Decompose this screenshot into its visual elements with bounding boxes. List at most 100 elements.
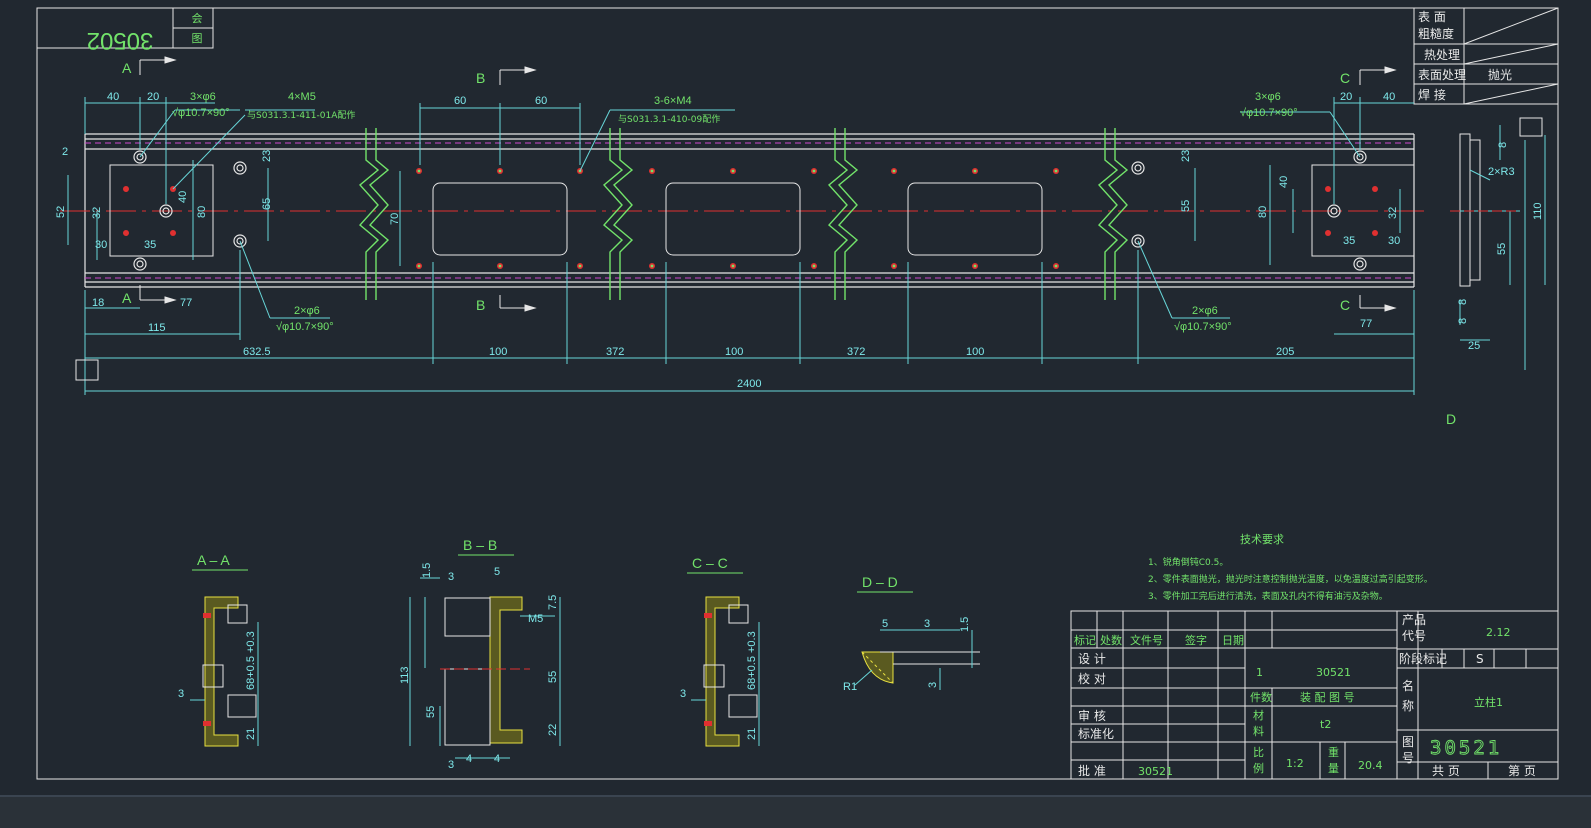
- note-m4: 3-6×M4: [654, 95, 692, 107]
- dim-2400: 2400: [737, 378, 761, 390]
- tb-assembly-label: 装 配 图 号: [1300, 691, 1355, 704]
- tb-header-date: 日期: [1222, 634, 1244, 647]
- section-mark-b-bottom: B: [476, 297, 485, 313]
- note-low-right-csk: √φ10.7×90°: [1174, 321, 1232, 333]
- tb-phase-label: 阶段标记: [1399, 651, 1447, 666]
- dim-35: 35: [144, 239, 156, 251]
- dim-2: 2: [62, 146, 68, 158]
- dim-40: 40: [107, 91, 119, 103]
- dim-right-32: 32: [1387, 207, 1399, 219]
- dim-52: 52: [55, 206, 67, 218]
- section-bb: B – B 1.5 3 5 7.5 M5 113 55 55 22 4 3 4: [399, 537, 561, 771]
- section-bb-dim-1-5: 1.5: [421, 563, 433, 578]
- section-cc-dim-68: 68+0.5 +0.3: [746, 631, 758, 690]
- tb-name-b: 称: [1402, 699, 1414, 713]
- tb-weight-a: 重: [1328, 745, 1339, 759]
- dim-80: 80: [196, 206, 208, 218]
- surface-treatment-value: 抛光: [1488, 67, 1512, 82]
- section-cc-dim-3: 3: [680, 688, 686, 700]
- technical-requirements: 技术要求 1、锐角倒钝C0.5。 2、零件表面抛光，抛光时注意控制抛光温度，以免…: [1148, 533, 1433, 602]
- tb-material-b: 料: [1253, 724, 1264, 738]
- section-bb-dim-4-b: 4: [494, 753, 500, 765]
- tb-material-a: 材: [1253, 708, 1264, 722]
- section-mark-d: D: [1446, 411, 1456, 427]
- tb-scale-b: 例: [1253, 761, 1264, 775]
- tb-product-code-b: 代号: [1402, 629, 1426, 643]
- roughness-label-1: 表 面: [1418, 10, 1446, 24]
- tb-row-design: 设 计: [1078, 652, 1106, 666]
- note-left-csk: √φ10.7×90°: [172, 107, 230, 119]
- title-block: [1070, 610, 1559, 780]
- section-bb-dim-55-b: 55: [547, 671, 559, 683]
- note-item-1: 1、锐角倒钝C0.5。: [1148, 556, 1228, 568]
- tb-drawing-no-b: 号: [1402, 751, 1414, 765]
- tb-sheet: 第 页: [1508, 764, 1536, 778]
- dim-100-c: 100: [966, 346, 984, 358]
- dim-100-b: 100: [725, 346, 743, 358]
- side-dim-25: 25: [1468, 340, 1480, 352]
- roughness-label-2: 粗糙度: [1418, 26, 1454, 41]
- section-aa: A – A 3 68+0.5 +0.3 21: [178, 552, 259, 747]
- tb-header-mark: 标记: [1074, 633, 1096, 647]
- section-mark-a-bottom: A: [122, 290, 132, 306]
- section-mark-c-bottom: C: [1340, 297, 1350, 313]
- dim-100-a: 100: [489, 346, 507, 358]
- tb-product-code-value: 2.12: [1486, 626, 1511, 639]
- dim-40-vertical: 40: [177, 191, 189, 203]
- surface-treatment-label: 表面处理: [1418, 68, 1466, 82]
- side-dim-8-b: 8: [1457, 299, 1469, 305]
- section-dd-title: D – D: [862, 574, 898, 590]
- dim-372-a: 372: [606, 346, 624, 358]
- side-dim-8-a: 8: [1497, 142, 1509, 148]
- note-low-left-csk: √φ10.7×90°: [276, 321, 334, 333]
- section-cc-title: C – C: [692, 555, 728, 571]
- tb-material-value: t2: [1320, 718, 1331, 731]
- tb-scale-a: 比: [1253, 746, 1264, 759]
- note-low-left-2x6: 2×φ6: [294, 305, 320, 317]
- section-mark-b-top: B: [476, 70, 485, 86]
- dim-20: 20: [147, 91, 159, 103]
- dim-30: 30: [95, 239, 107, 251]
- section-aa-dim-68: 68+0.5 +0.3: [245, 631, 257, 690]
- section-bb-dim-55-a: 55: [425, 706, 437, 718]
- dim-right-40-vertical: 40: [1278, 176, 1290, 188]
- note-item-3: 3、零件加工完后进行清洗，表面及孔内不得有油污及杂物。: [1148, 590, 1388, 602]
- notes-title: 技术要求: [1240, 533, 1284, 546]
- section-dd-dim-5: 5: [882, 618, 888, 630]
- dim-32: 32: [91, 207, 103, 219]
- dim-115: 115: [148, 322, 166, 334]
- tb-drawing-ref: 30521: [1316, 666, 1351, 679]
- dim-right-23: 23: [1180, 150, 1192, 162]
- dim-right-77: 77: [1360, 318, 1372, 330]
- section-bb-title: B – B: [463, 537, 497, 553]
- dim-right-35: 35: [1343, 235, 1355, 247]
- tb-name-a: 名: [1402, 678, 1414, 693]
- box-char-1: 会: [192, 12, 203, 25]
- dim-right-55: 55: [1180, 200, 1192, 212]
- tb-name-value: 立柱1: [1474, 695, 1503, 709]
- dim-70: 70: [389, 213, 401, 225]
- note-m4-part: 与S031.3.1-410-09配作: [618, 113, 720, 125]
- section-aa-dim-3: 3: [178, 688, 184, 700]
- dim-right-30: 30: [1388, 235, 1400, 247]
- note-right-3x6: 3×φ6: [1255, 91, 1281, 103]
- side-dim-2xr3: 2×R3: [1488, 166, 1515, 178]
- tb-total-sheets: 共 页: [1432, 764, 1460, 778]
- note-left-3x6: 3×φ6: [190, 91, 216, 103]
- drawing-frame: [36, 7, 1559, 780]
- tb-drawing-no-value: 30521: [1430, 737, 1502, 759]
- tb-product-code-a: 产品: [1402, 613, 1426, 627]
- section-bb-dim-3: 3: [448, 571, 454, 583]
- section-dd-dim-1-5: 1.5: [959, 617, 971, 632]
- dim-65: 65: [261, 198, 273, 210]
- dim-right-20: 20: [1340, 91, 1352, 103]
- dim-60-a: 60: [454, 95, 466, 107]
- dim-372-b: 372: [847, 346, 865, 358]
- section-bb-dim-3-b: 3: [448, 759, 454, 771]
- note-m5: 4×M5: [288, 91, 316, 103]
- dim-205: 205: [1276, 346, 1294, 358]
- section-aa-title: A – A: [197, 552, 230, 568]
- note-m5-part: 与S031.3.1-411-01A配作: [247, 109, 355, 121]
- dim-right-40: 40: [1383, 91, 1395, 103]
